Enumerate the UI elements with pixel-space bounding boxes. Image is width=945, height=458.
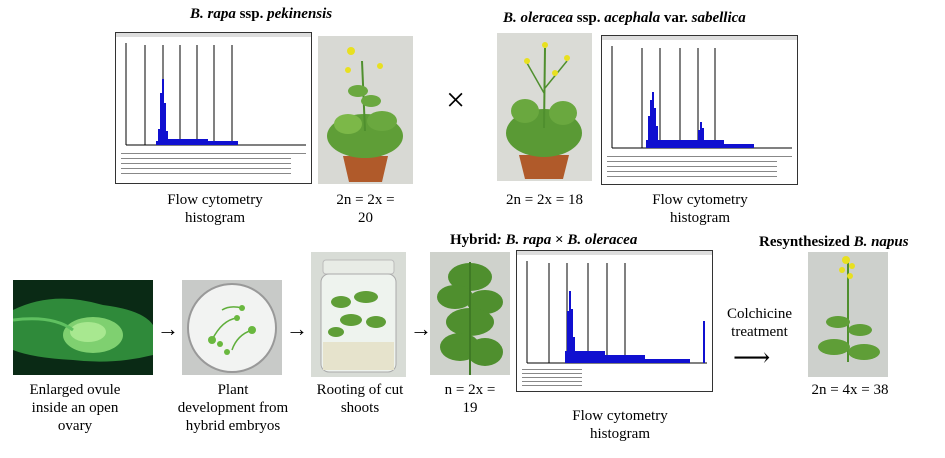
napus-plant-photo: [808, 252, 888, 377]
hybrid-ploidy-caption: n = 2x =19: [444, 382, 496, 416]
napus-ploidy-caption: 2n = 4x = 38: [811, 382, 889, 398]
hybrid-title: Hybrid: B. rapa × B. oleracea: [450, 232, 638, 248]
oleracea-flow-histogram: [601, 35, 798, 185]
cross-symbol: ×: [446, 82, 466, 119]
rapa-plant-photo: [318, 36, 413, 184]
ovule-photo: [13, 280, 153, 375]
hybrid-plant-photo: [430, 252, 510, 375]
rapa-ploidy-caption: 2n = 2x =20: [336, 192, 395, 226]
arrow-icon: ⟶: [733, 343, 771, 372]
resynthesized-title: Resynthesized B. napus: [759, 234, 909, 250]
petri-dish-photo: [182, 280, 282, 375]
arrow-icon: →: [286, 316, 308, 341]
oleracea-ploidy-caption: 2n = 2x = 18: [506, 192, 583, 208]
oleracea-plant-photo: [497, 33, 592, 181]
rapa-flow-histogram: [115, 32, 312, 184]
rapa-title: B. rapa ssp. pekinensis: [190, 6, 333, 22]
arrow-icon: →: [157, 316, 179, 341]
hybrid-flow-histogram: [516, 250, 713, 392]
oleracea-title: B. oleracea ssp. acephala var. sabellica: [503, 10, 746, 26]
arrow-icon: →: [410, 316, 432, 341]
rooting-jar-photo: [311, 252, 406, 377]
